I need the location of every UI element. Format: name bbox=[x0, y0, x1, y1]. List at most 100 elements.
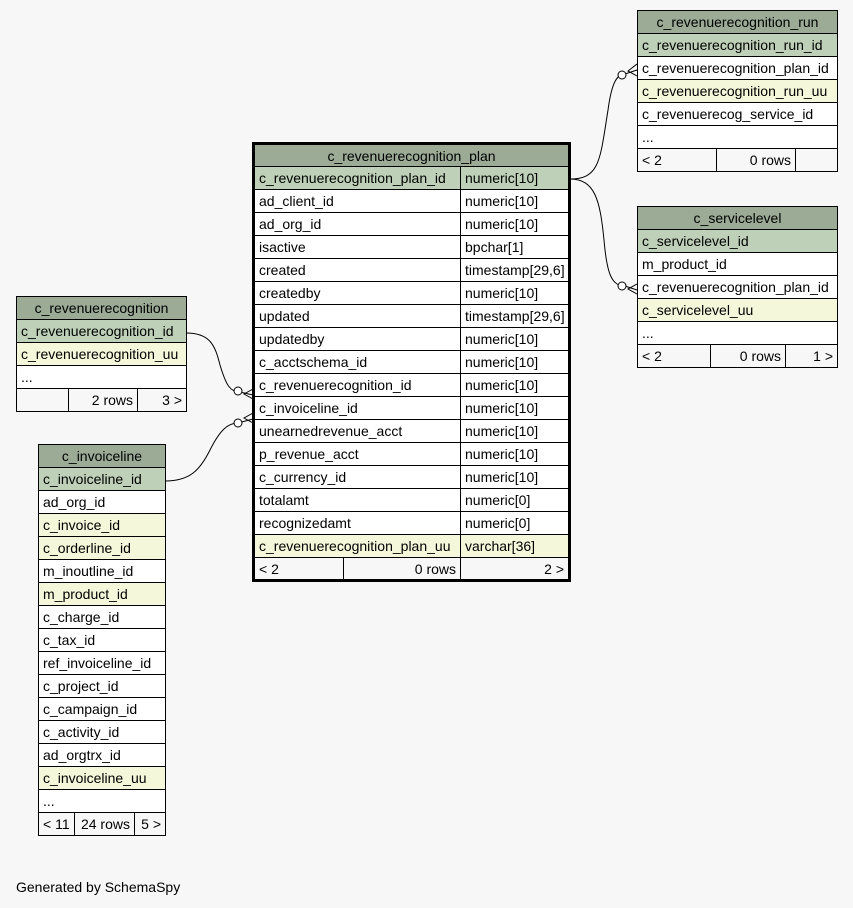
column-type: numeric[10] bbox=[460, 419, 570, 443]
column-name: createdby bbox=[253, 281, 461, 305]
table-title: c_invoiceline bbox=[38, 444, 166, 468]
column-row[interactable]: ... bbox=[637, 321, 838, 345]
column-row[interactable]: m_product_id bbox=[38, 582, 166, 606]
column-type: varchar[36] bbox=[460, 534, 570, 558]
column-row[interactable]: c_revenuerecognition_uu bbox=[16, 342, 187, 366]
column-row[interactable]: ref_invoiceline_id bbox=[38, 651, 166, 675]
column-name: totalamt bbox=[253, 488, 461, 512]
column-row[interactable]: c_revenuerecognition_plan_id bbox=[637, 275, 838, 299]
edge-rr-to-plan bbox=[185, 332, 254, 396]
column-name: c_invoiceline_id bbox=[38, 467, 166, 491]
parents-count[interactable]: < 11 bbox=[38, 812, 75, 836]
column-row[interactable]: c_orderline_id bbox=[38, 536, 166, 560]
column-row[interactable]: c_tax_id bbox=[38, 628, 166, 652]
column-row[interactable]: c_project_id bbox=[38, 674, 166, 698]
parents-count[interactable]: < 2 bbox=[637, 344, 711, 368]
column-name: c_revenuerecognition_plan_uu bbox=[253, 534, 461, 558]
children-count[interactable] bbox=[795, 148, 838, 172]
column-name: c_revenuerecognition_plan_id bbox=[253, 166, 461, 190]
parents-count[interactable]: < 2 bbox=[637, 148, 717, 172]
children-count[interactable]: 2 > bbox=[460, 557, 570, 581]
edge-rr-end-marker bbox=[233, 386, 243, 396]
column-row[interactable]: ad_org_id bbox=[38, 490, 166, 514]
column-type: timestamp[29,6] bbox=[460, 304, 570, 328]
column-name: m_product_id bbox=[637, 252, 838, 276]
column-row[interactable]: c_servicelevel_id bbox=[637, 229, 838, 253]
column-type: numeric[10] bbox=[460, 212, 570, 236]
column-name: created bbox=[253, 258, 461, 282]
column-name: c_project_id bbox=[38, 674, 166, 698]
column-row[interactable]: ... bbox=[637, 125, 838, 149]
parents-count[interactable]: < 2 bbox=[253, 557, 344, 581]
column-row[interactable]: ... bbox=[16, 365, 187, 389]
column-row[interactable]: c_invoice_id bbox=[38, 513, 166, 537]
column-name: c_revenuerecognition_run_uu bbox=[637, 79, 838, 103]
edge-inv-end-marker bbox=[233, 418, 243, 428]
column-row[interactable]: c_revenuerecog_service_id bbox=[637, 102, 838, 126]
column-name: ad_client_id bbox=[253, 189, 461, 213]
column-type: numeric[10] bbox=[460, 442, 570, 466]
column-row[interactable]: c_invoiceline_uu bbox=[38, 766, 166, 790]
children-count[interactable]: 5 > bbox=[134, 812, 166, 836]
column-name: c_activity_id bbox=[38, 720, 166, 744]
parents-count[interactable] bbox=[16, 388, 69, 412]
table-title: c_revenuerecognition_run bbox=[637, 10, 838, 34]
column-name: unearnedrevenue_acct bbox=[253, 419, 461, 443]
edge-run-crowfoot bbox=[627, 63, 638, 77]
table-title: c_revenuerecognition bbox=[16, 296, 187, 320]
column-name: m_inoutline_id bbox=[38, 559, 166, 583]
column-row[interactable]: c_revenuerecognition_run_id bbox=[637, 33, 838, 57]
column-row[interactable]: m_inoutline_id bbox=[38, 559, 166, 583]
column-row[interactable]: c_revenuerecognition_run_uu bbox=[637, 79, 838, 103]
column-row[interactable]: c_revenuerecognition_id bbox=[16, 319, 187, 343]
column-type: numeric[10] bbox=[460, 465, 570, 489]
column-row[interactable]: m_product_id bbox=[637, 252, 838, 276]
column-row[interactable]: c_revenuerecognition_plan_id bbox=[637, 56, 838, 80]
children-count[interactable]: 3 > bbox=[137, 388, 187, 412]
column-name: c_revenuerecognition_uu bbox=[16, 342, 187, 366]
column-name: ref_invoiceline_id bbox=[38, 651, 166, 675]
row-count: 0 rows bbox=[710, 344, 786, 368]
table-c-revenuerecognition-run[interactable]: c_revenuerecognition_run c_revenuerecogn… bbox=[637, 10, 838, 172]
column-name: c_acctschema_id bbox=[253, 350, 461, 374]
column-name: updated bbox=[253, 304, 461, 328]
column-row[interactable]: c_charge_id bbox=[38, 605, 166, 629]
table-title: c_servicelevel bbox=[637, 206, 838, 230]
column-type: numeric[0] bbox=[460, 488, 570, 512]
column-name: ad_org_id bbox=[38, 490, 166, 514]
column-row[interactable]: c_invoiceline_id bbox=[38, 467, 166, 491]
column-row[interactable]: c_campaign_id bbox=[38, 697, 166, 721]
column-name: ad_orgtrx_id bbox=[38, 743, 166, 767]
table-c-revenuerecognition[interactable]: c_revenuerecognition c_revenuerecognitio… bbox=[16, 296, 187, 412]
column-type: numeric[10] bbox=[460, 281, 570, 305]
edge-plan-to-service bbox=[569, 178, 638, 291]
children-count[interactable]: 1 > bbox=[785, 344, 838, 368]
column-row[interactable]: c_activity_id bbox=[38, 720, 166, 744]
column-row[interactable]: ... bbox=[38, 789, 166, 813]
column-name: c_revenuerecognition_id bbox=[16, 319, 187, 343]
column-row[interactable]: ad_orgtrx_id bbox=[38, 743, 166, 767]
column-row[interactable]: c_servicelevel_uu bbox=[637, 298, 838, 322]
row-count: 24 rows bbox=[74, 812, 135, 836]
column-type: timestamp[29,6] bbox=[460, 258, 570, 282]
table-c-revenuerecognition-plan[interactable]: c_revenuerecognition_plan c_revenuerecog… bbox=[252, 142, 571, 582]
